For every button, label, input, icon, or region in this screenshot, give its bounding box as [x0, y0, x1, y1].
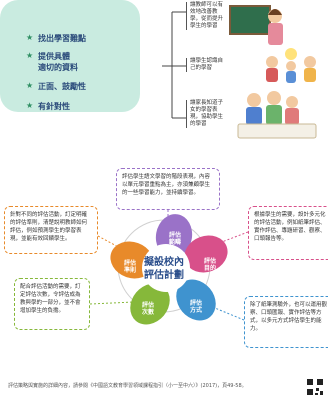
goal-item: 正面、鼓勵性	[38, 82, 86, 91]
description-left: 針對不同的評估活動，訂定明確的評估準則，清楚說明教師如何評估，例如預測學生的學習…	[4, 206, 98, 254]
petal-label-scope: 評估範疇	[168, 232, 181, 246]
petal-label-frequency: 評估次數	[141, 302, 154, 316]
goal-item: 找出學習難點	[38, 34, 86, 43]
petal-label-method: 評估方式	[189, 300, 202, 314]
students-illustration	[266, 48, 316, 83]
petal-label-purpose: 評估目的	[203, 258, 216, 272]
footer-note: 評估策略與實施的詳細內容，請參閱《中國語文教育學習領域課程指引（小一至中六）》(…	[8, 383, 247, 389]
description-bottom-right: 除了紙筆測驗外，也可以運用觀察、口頭匯報、實作評估等方式，以多元方式評估學生的能…	[244, 296, 328, 348]
petal-label-criteria: 評估準則	[123, 260, 136, 274]
family-illustration	[237, 91, 317, 139]
bracket-connectors	[162, 11, 186, 119]
side-note-teacher: 讓教師可以有效地改善教學，從而提升學生的學習	[186, 2, 224, 30]
side-note-student: 讓學生認識自己的學習	[186, 58, 224, 72]
goal-item: 提供具體	[38, 52, 70, 61]
side-note-parent: 讓家長知道子女的學習表現，協助學生的學習	[186, 100, 224, 128]
petal-frequency	[130, 283, 170, 325]
star-icon: ★	[26, 101, 34, 110]
teacher-illustration	[229, 5, 283, 45]
goal-item: 適切的資料	[38, 63, 78, 72]
petal-method	[176, 279, 216, 321]
center-title: 擬設校內評估計劃	[144, 257, 184, 281]
goal-panel	[0, 0, 140, 112]
description-bottom-left: 配合評估活動的需要，訂定評估次數，令評估成為教與學的一部分，並不會增加學生的負擔…	[14, 278, 90, 330]
star-icon: ★	[26, 81, 34, 90]
petal-purpose	[184, 235, 228, 273]
qr-code-icon	[306, 378, 324, 396]
goal-item: 有針對性	[38, 102, 70, 111]
description-top: 評估學生語文學習的階段表現，內容以單元學習重點為主，亦須兼顧學生的一些學習能力，…	[116, 168, 220, 210]
star-icon: ★	[26, 33, 34, 42]
description-right: 根據學生的需要，設計多元化的評估活動，例如紙筆評估、實作評估、專題研習、觀察、口…	[248, 206, 328, 260]
star-icon: ★	[26, 51, 34, 60]
